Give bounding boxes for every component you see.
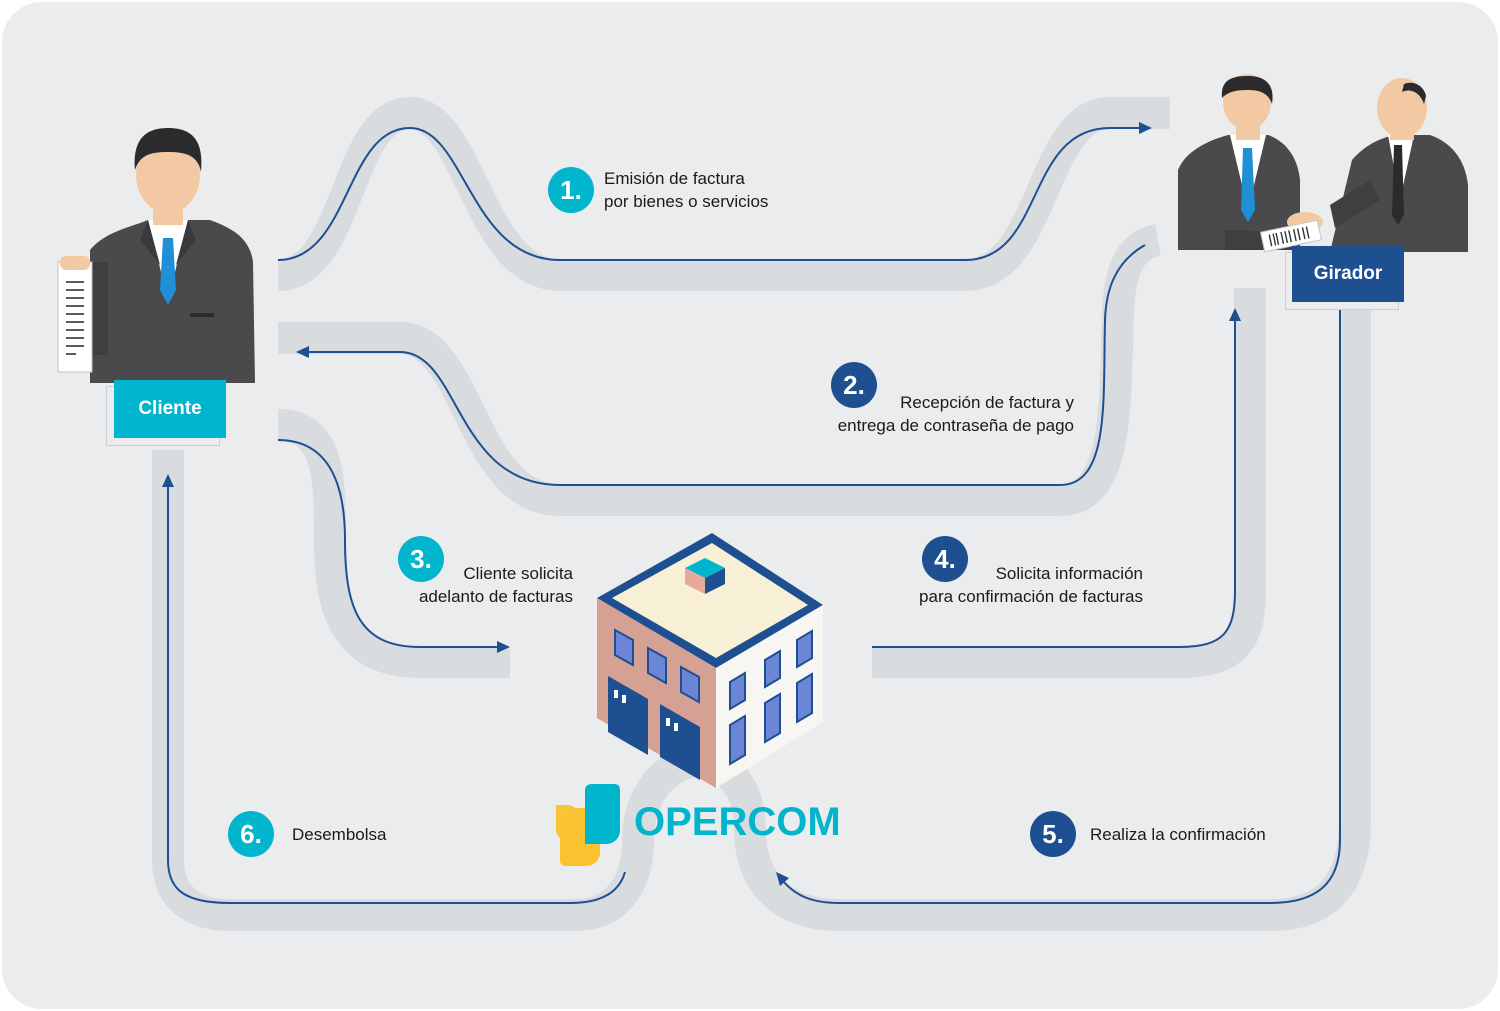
step-1-text: Emisión de factura por bienes o servicio… xyxy=(604,167,768,213)
road-step-3 xyxy=(276,409,510,678)
step-1: 1. Emisión de factura por bienes o servi… xyxy=(548,167,768,213)
step-4-line-1: Solicita información xyxy=(995,564,1143,583)
step-6-badge: 6. xyxy=(228,811,274,857)
step-3-text: Cliente solicita adelanto de facturas xyxy=(392,562,573,608)
arrow-step-2 xyxy=(296,346,309,358)
road-step-5 xyxy=(688,310,1371,931)
step-2-line-1: Recepción de factura y xyxy=(900,393,1074,412)
route-step-6 xyxy=(167,482,626,904)
invoice-icon xyxy=(57,256,93,373)
route-step-5 xyxy=(781,310,1341,904)
step-3-badge: 3. xyxy=(398,536,444,582)
step-6-line-1: Desembolsa xyxy=(292,824,387,844)
step-5: 5. Realiza la confirmación xyxy=(1030,811,1266,857)
step-5-line-1: Realiza la confirmación xyxy=(1090,824,1266,844)
step-2-text: Recepción de factura y entrega de contra… xyxy=(800,391,1074,437)
road-step-2 xyxy=(278,224,1163,516)
step-1-line-1: Emisión de factura xyxy=(604,169,745,188)
step-2-line-2: entrega de contraseña de pago xyxy=(837,416,1074,435)
step-5-text: Realiza la confirmación xyxy=(1090,823,1266,846)
step-1-line-2: por bienes o servicios xyxy=(604,192,769,211)
client-person-icon xyxy=(59,128,255,383)
arrow-step-5 xyxy=(776,872,789,886)
road-step-6 xyxy=(152,450,703,931)
step-4-badge: 4. xyxy=(922,536,968,582)
arrow-step-4 xyxy=(1229,308,1241,321)
step-3-line-1: Cliente solicita xyxy=(463,564,573,583)
step-5-badge: 5. xyxy=(1030,811,1076,857)
opercom-brand-text: OPERCOM xyxy=(634,800,841,844)
barcode-ticket-icon xyxy=(1259,219,1323,253)
route-step-2 xyxy=(302,244,1146,486)
road-step-4 xyxy=(872,288,1266,678)
roads xyxy=(152,97,1371,931)
step-6: 6. Desembolsa xyxy=(228,811,387,857)
step-6-text: Desembolsa xyxy=(292,823,387,846)
girador-handshake-icon xyxy=(1178,74,1468,253)
route-step-4 xyxy=(872,315,1236,648)
step-1-badge: 1. xyxy=(548,167,594,213)
arrow-step-6 xyxy=(162,474,174,487)
step-4-line-2: para confirmación de facturas xyxy=(919,587,1143,606)
arrow-step-1 xyxy=(1139,122,1152,134)
girador-label: Girador xyxy=(1292,246,1404,302)
step-3-line-2: adelanto de facturas xyxy=(418,587,573,606)
opercom-building-icon xyxy=(597,533,823,788)
cliente-label: Cliente xyxy=(114,380,226,438)
route-step-1 xyxy=(277,126,1148,261)
opercom-logo-icon xyxy=(556,784,620,866)
step-2-badge: 2. xyxy=(831,362,877,408)
arrow-step-3 xyxy=(497,641,510,653)
routes xyxy=(162,122,1341,904)
step-4-text: Solicita información para confirmación d… xyxy=(880,562,1143,608)
route-step-3 xyxy=(277,439,502,648)
